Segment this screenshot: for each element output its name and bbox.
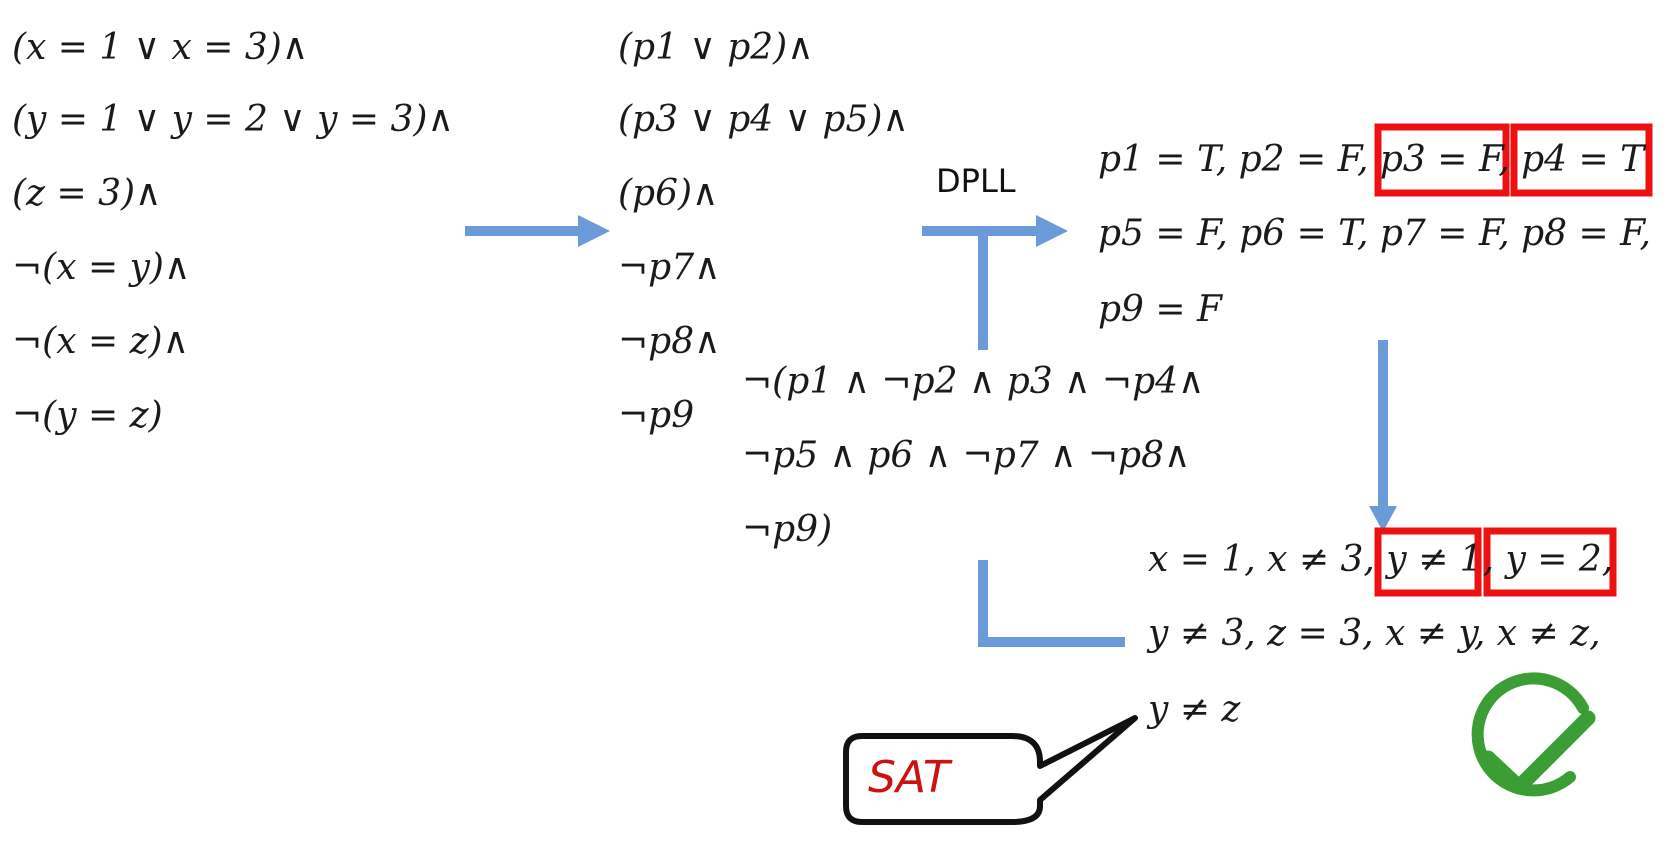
formula-line: ¬(x = y)∧	[12, 247, 191, 288]
highlight-y-neq-1	[1374, 527, 1482, 597]
formula-line: (y = 1 ∨ y = 2 ∨ y = 3)∧	[12, 99, 454, 140]
arrow-down	[1369, 340, 1397, 532]
highlight-p3	[1374, 123, 1510, 197]
theory-line: x = 1, x ≠ 3, y ≠ 1, y = 2,	[1148, 539, 1614, 580]
sat-callout	[843, 715, 1138, 825]
abstraction-line: ¬p7∧	[618, 247, 721, 288]
highlight-p4	[1510, 123, 1653, 197]
abstraction-line: (p6)∧	[618, 173, 719, 214]
arrow-dpll	[922, 215, 1068, 247]
theory-line: y ≠ z	[1148, 689, 1241, 730]
return-connector	[978, 560, 1125, 647]
blocking-line: ¬(p1 ∧ ¬p2 ∧ p3 ∧ ¬p4∧	[742, 361, 1205, 402]
abstraction-line: (p3 ∨ p4 ∨ p5)∧	[618, 99, 909, 140]
abstraction-line: ¬p8∧	[618, 321, 721, 362]
abstraction-line: ¬p9	[618, 395, 695, 436]
highlight-y-eq-2	[1483, 527, 1617, 597]
abstraction-line: (p1 ∨ p2)∧	[618, 27, 814, 68]
dpll-label: DPLL	[936, 162, 1016, 200]
formula-line: ¬(x = z)∧	[12, 321, 189, 362]
sat-label: SAT	[868, 752, 950, 803]
arrow-abstraction	[465, 215, 610, 247]
formula-line: (z = 3)∧	[12, 173, 162, 214]
check-icon	[1471, 672, 1596, 797]
assignment-line: p1 = T, p2 = F, p3 = F, p4 = T	[1098, 139, 1645, 180]
blocking-line: ¬p5 ∧ p6 ∧ ¬p7 ∧ ¬p8∧	[742, 435, 1191, 476]
assignment-line: p9 = F	[1098, 289, 1222, 330]
formula-line: (x = 1 ∨ x = 3)∧	[12, 27, 309, 68]
assignment-line: p5 = F, p6 = T, p7 = F, p8 = F,	[1098, 213, 1651, 254]
formula-line: ¬(y = z)	[12, 395, 163, 436]
theory-line: y ≠ 3, z = 3, x ≠ y, x ≠ z,	[1148, 613, 1601, 654]
blocking-line: ¬p9)	[742, 509, 833, 550]
